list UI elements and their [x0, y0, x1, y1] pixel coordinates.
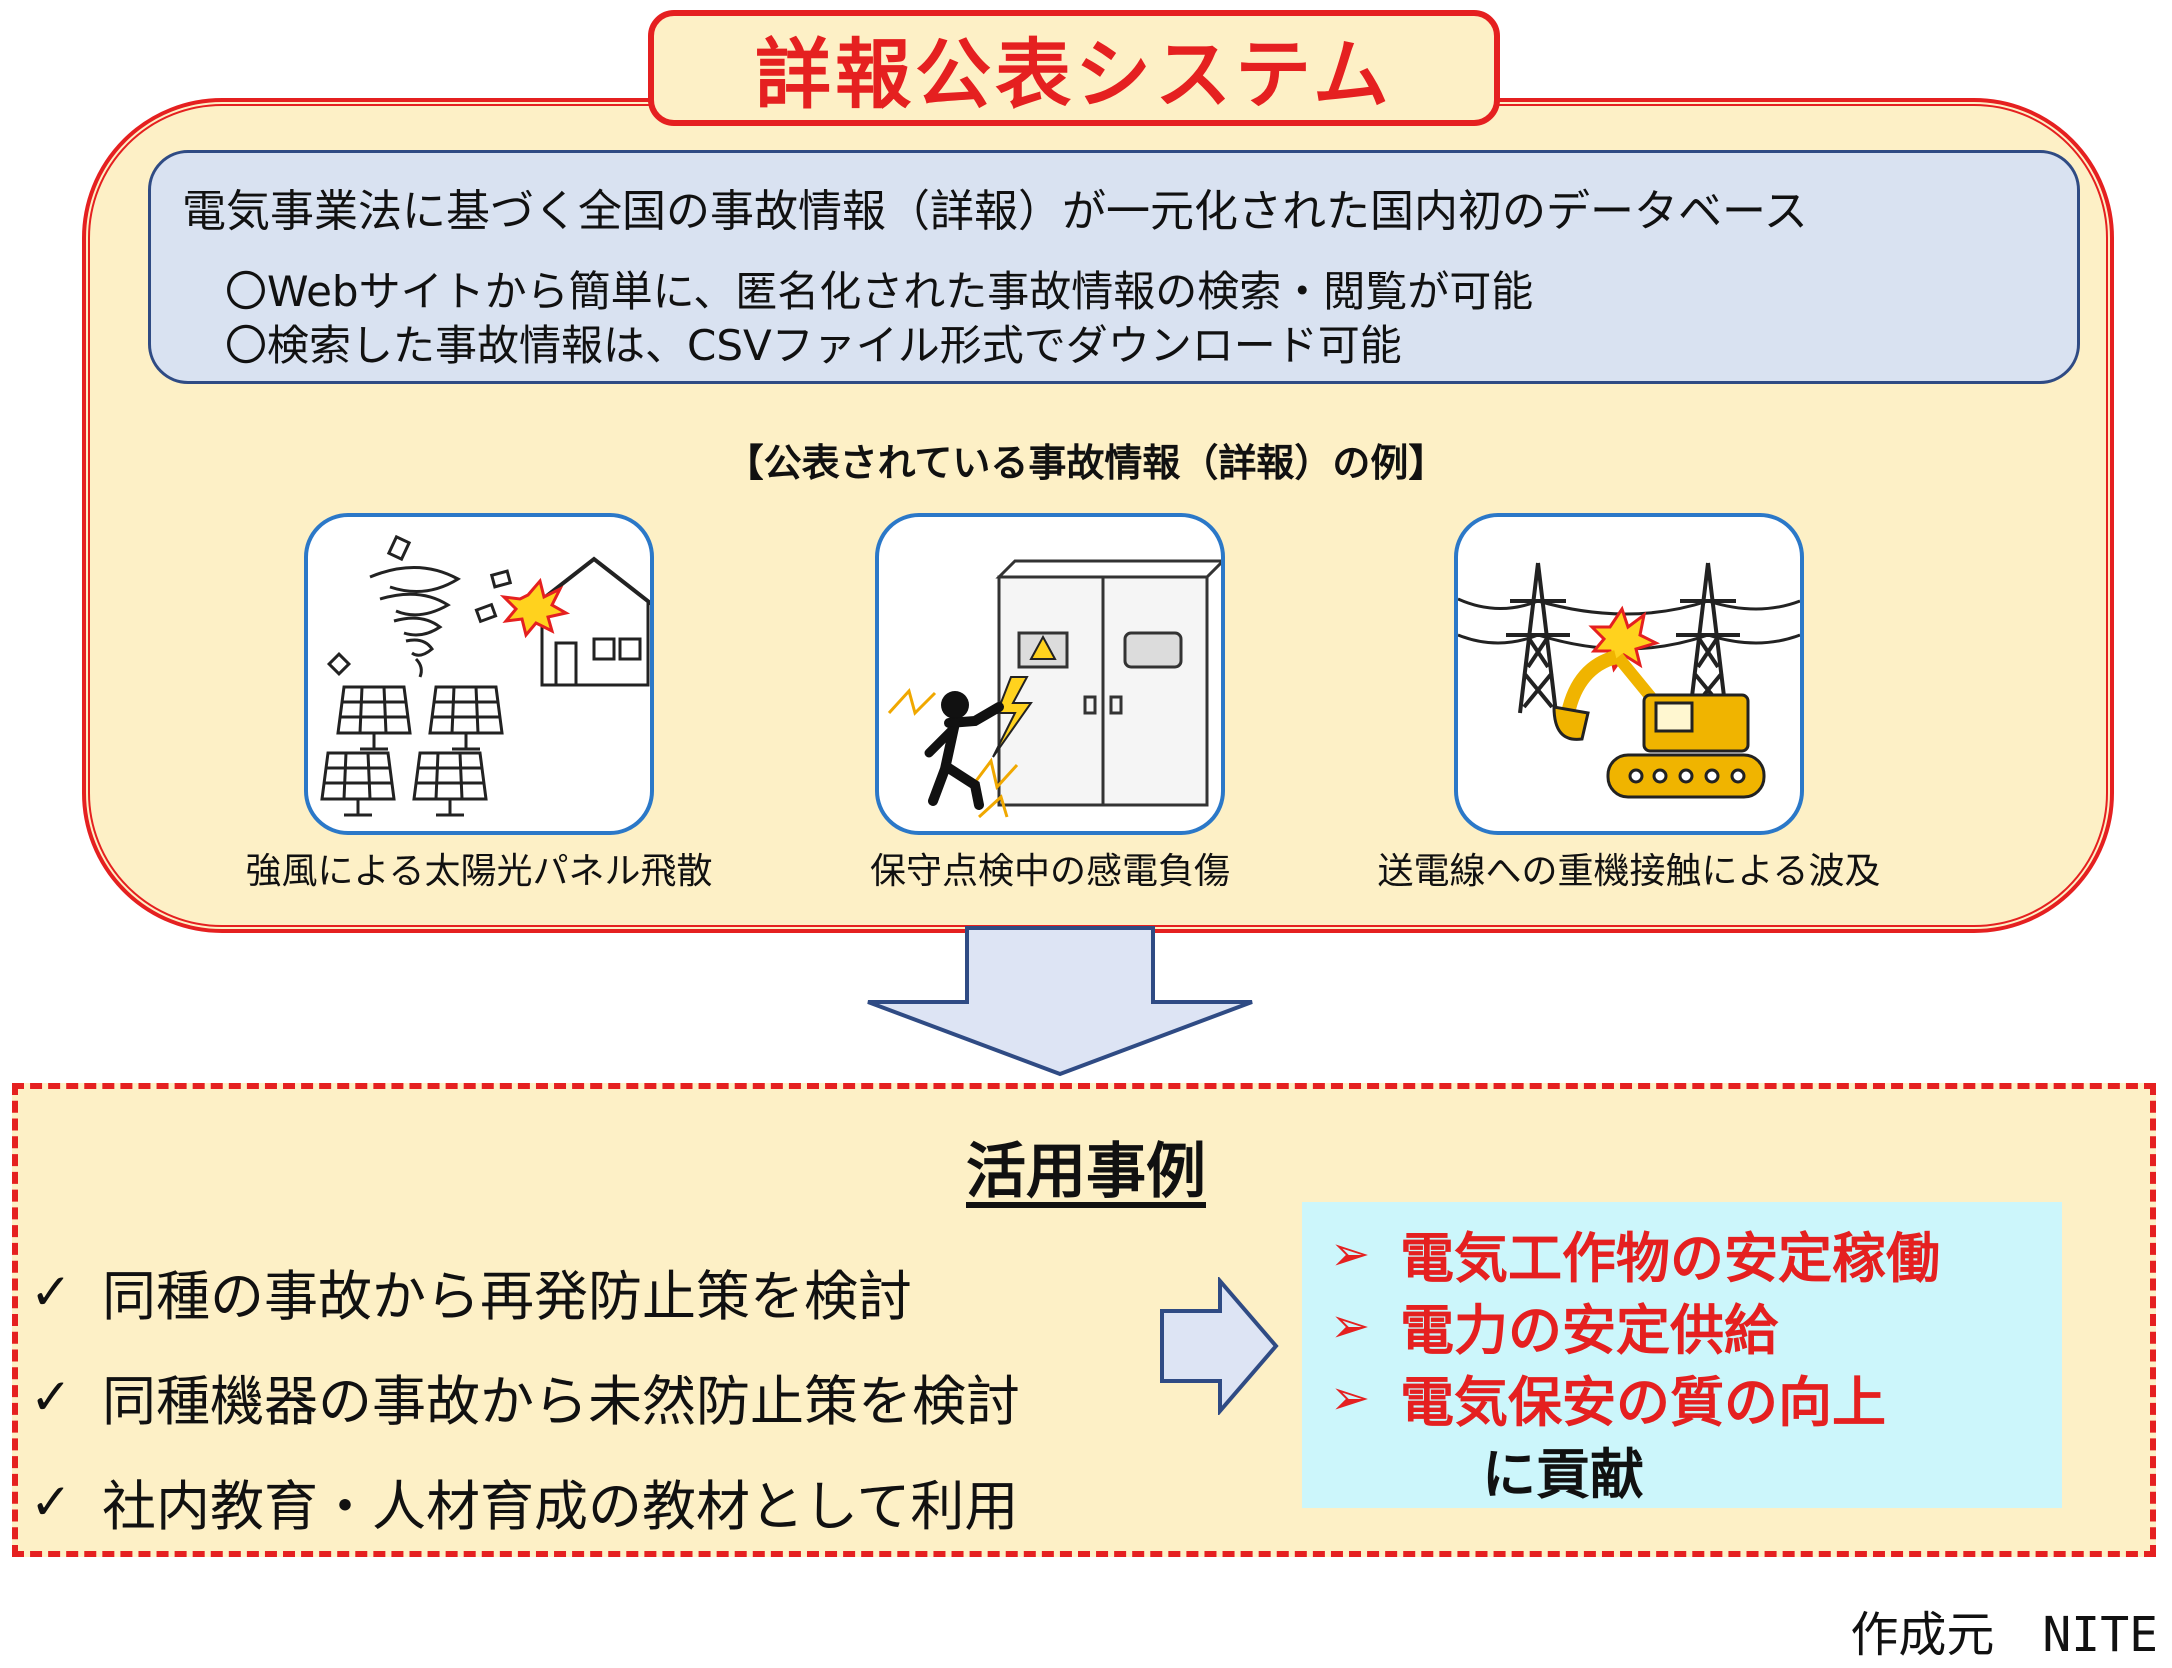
check-icon: ✓	[30, 1472, 72, 1531]
feature-search: 〇Webサイトから簡単に、匿名化された事故情報の検索・閲覧が可能	[225, 267, 1534, 316]
contribution-box	[1302, 1202, 2062, 1508]
description-main: 電気事業法に基づく全国の事故情報（詳報）が一元化された国内初のデータベース	[182, 186, 1808, 237]
example-card-electric-shock	[875, 513, 1225, 835]
check-icon: ✓	[30, 1367, 72, 1426]
usage-item: ✓ 同種の事故から再発防止策を検討	[30, 1252, 912, 1331]
check-icon: ✓	[30, 1262, 72, 1321]
usage-item: ✓ 同種機器の事故から未然防止策を検討	[30, 1357, 1020, 1436]
contribution-text: 電力の安定供給	[1400, 1299, 1778, 1362]
powerline-excavator-icon	[1458, 562, 1800, 799]
contribution-item: ➢ 電力の安定供給	[1330, 1286, 1778, 1365]
arrow-bullet-icon: ➢	[1330, 1225, 1371, 1282]
usage-item-text: 社内教育・人材育成の教材として利用	[102, 1475, 1019, 1538]
arrow-bullet-icon: ➢	[1330, 1297, 1371, 1354]
usage-item-text: 同種の事故から再発防止策を検討	[102, 1265, 912, 1328]
example-caption-electric-shock: 保守点検中の感電負傷	[869, 851, 1230, 892]
contribution-text: 電気保安の質の向上	[1400, 1371, 1886, 1434]
contribution-item: ➢ 電気工作物の安定稼働	[1330, 1214, 1940, 1293]
contribution-text: 電気工作物の安定稼働	[1400, 1227, 1940, 1290]
feature-csv-download: 〇検索した事故情報は、CSVファイル形式でダウンロード可能	[225, 321, 1402, 370]
electric-shock-icon	[887, 559, 1221, 819]
example-caption-solar-panel: 強風による太陽光パネル飛散	[245, 851, 713, 892]
examples-heading: 【公表されている事故情報（詳報）の例】	[725, 441, 1447, 485]
tornado-solar-panel-icon	[320, 534, 650, 817]
right-arrow-icon	[1160, 1277, 1279, 1415]
contribution-item: ➢ 電気保安の質の向上	[1330, 1358, 1886, 1437]
system-title-tab: 詳報公表システム	[648, 10, 1500, 126]
arrow-bullet-icon: ➢	[1330, 1369, 1371, 1426]
usage-item: ✓ 社内教育・人材育成の教材として利用	[30, 1462, 1018, 1541]
description-box	[148, 150, 2080, 384]
down-arrow-icon	[867, 926, 1253, 1077]
usage-title: 活用事例	[966, 1137, 1206, 1207]
source-credit: 作成元 NITE	[1850, 1607, 2158, 1663]
example-card-solar-panel	[304, 513, 654, 835]
system-title: 詳報公表システム	[755, 30, 1393, 119]
usage-item-text: 同種機器の事故から未然防止策を検討	[102, 1370, 1020, 1433]
example-caption-powerline: 送電線への重機接触による波及	[1377, 851, 1881, 892]
example-card-powerline-excavator	[1454, 513, 1804, 835]
contribution-suffix: に貢献	[1482, 1443, 1644, 1506]
